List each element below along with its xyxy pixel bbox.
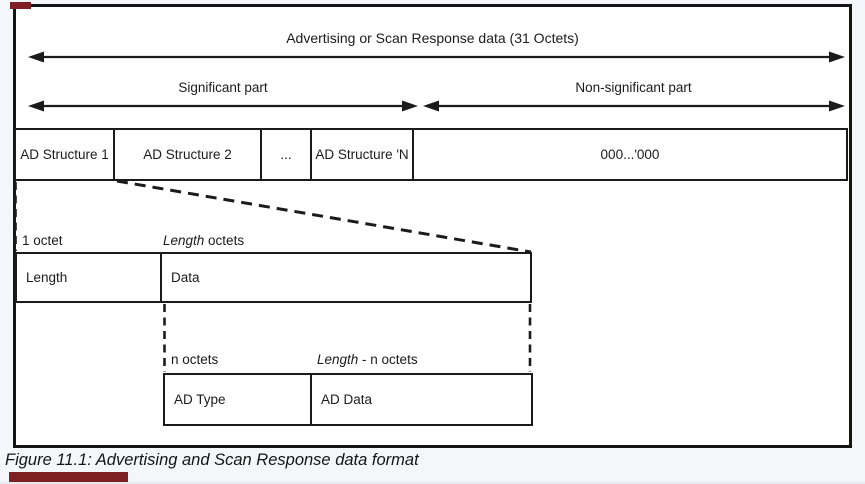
length-minus-n-octets-label: Length - n octets [317, 352, 418, 368]
ad-type-data-box: AD Type AD Data [163, 373, 533, 426]
length-minus-n-italic: Length [317, 352, 359, 367]
length-octets-rest: octets [204, 233, 245, 248]
non-significant-part-label: Non-significant part [575, 80, 692, 95]
clipped-red-heading-fragment-bottom [9, 472, 128, 482]
length-octets-italic: Length [163, 233, 205, 248]
one-octet-label: 1 octet [22, 233, 63, 248]
ad-structure-2-cell: AD Structure 2 [115, 130, 262, 179]
page-bottom-edge [0, 482, 865, 484]
clipped-red-heading-fragment-top [10, 2, 31, 9]
ellipsis-cell: ... [262, 130, 312, 179]
figure-caption: Figure 11.1: Advertising and Scan Respon… [5, 451, 419, 469]
total-span-arrow-label: Advertising or Scan Response data (31 Oc… [286, 30, 579, 46]
ad-structure-row: AD Structure 1 AD Structure 2 ... AD Str… [14, 128, 848, 181]
ad-structure-n-cell: AD Structure 'N [312, 130, 414, 179]
length-minus-n-rest: - n octets [358, 352, 418, 367]
zero-padding-cell: 000...'000 [600, 147, 660, 162]
ad-type-cell: AD Type [165, 375, 312, 424]
length-cell: Length [17, 254, 162, 301]
ad-data-cell: AD Data [321, 392, 373, 407]
significant-part-label: Significant part [178, 80, 268, 95]
length-octets-label: Length octets [163, 233, 244, 249]
length-data-box: Length Data [15, 252, 532, 303]
data-cell: Data [171, 270, 200, 285]
ad-structure-1-cell: AD Structure 1 [16, 130, 115, 179]
n-octets-label: n octets [171, 352, 219, 367]
